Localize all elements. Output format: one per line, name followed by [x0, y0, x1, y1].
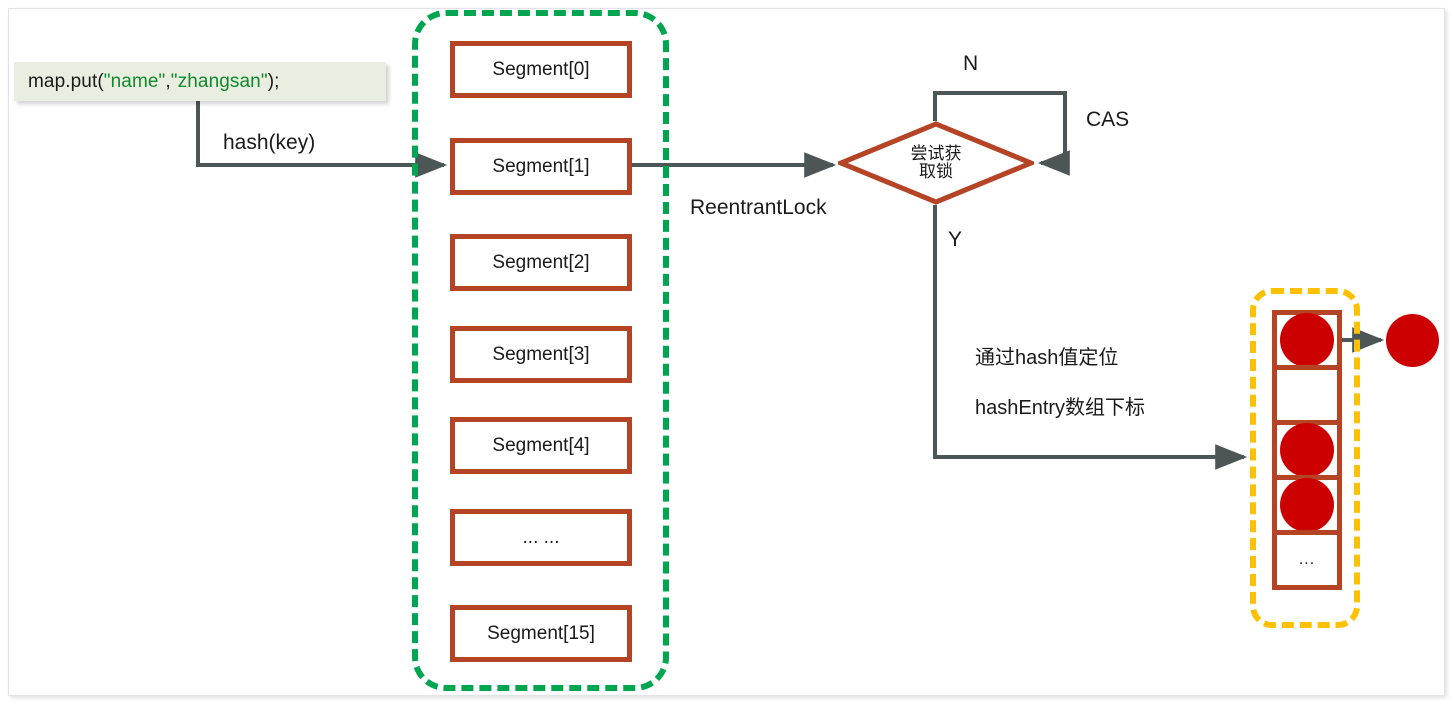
segment-box-4[interactable]: Segment[4]: [450, 417, 632, 474]
page-frame: [8, 8, 1445, 696]
label-hash-key: hash(key): [223, 131, 316, 154]
segment-box-3[interactable]: Segment[3]: [450, 326, 632, 383]
code-suffix: );: [267, 70, 280, 92]
segment-box-ellipsis[interactable]: ... ...: [450, 509, 632, 566]
label-branch-no: N: [963, 52, 979, 75]
hashentry-cell-1[interactable]: [1272, 365, 1342, 425]
hashentry-cell-0[interactable]: [1272, 310, 1342, 370]
hashentry-array-group: [1250, 288, 1360, 628]
hash-node-circle: [1280, 423, 1334, 477]
hashentry-array-stack: ...: [1272, 310, 1342, 590]
code-prefix: map.put(: [28, 70, 104, 92]
label-locate-line1: 通过hash值定位: [975, 347, 1119, 369]
label-branch-yes: Y: [948, 228, 963, 251]
code-comma: ,: [165, 70, 171, 92]
hash-node-linked-circle: [1386, 314, 1439, 367]
segment-box-1[interactable]: Segment[1]: [450, 138, 632, 195]
label-locate-line2: hashEntry数组下标: [975, 397, 1146, 419]
label-reentrant-lock: ReentrantLock: [690, 196, 827, 219]
segment-array-group: [412, 10, 669, 691]
segment-box-15[interactable]: Segment[15]: [450, 605, 632, 662]
code-arg-key: "name": [103, 70, 166, 92]
hashentry-cell-4[interactable]: ...: [1272, 530, 1342, 590]
code-arg-value: "zhangsan": [170, 70, 268, 92]
hash-node-circle: [1280, 313, 1334, 367]
segment-box-2[interactable]: Segment[2]: [450, 234, 632, 291]
diamond-shape: [838, 121, 1034, 205]
hashentry-cell-ellipsis: ...: [1298, 551, 1316, 568]
code-callout: map.put("name","zhangsan");: [14, 62, 386, 101]
hash-node-circle: [1280, 478, 1334, 532]
hashentry-cell-2[interactable]: [1272, 420, 1342, 480]
label-cas: CAS: [1086, 108, 1130, 131]
hashentry-cell-3[interactable]: [1272, 475, 1342, 535]
segment-box-0[interactable]: Segment[0]: [450, 41, 632, 98]
lock-decision-diamond[interactable]: 尝试获 取锁: [838, 121, 1034, 205]
